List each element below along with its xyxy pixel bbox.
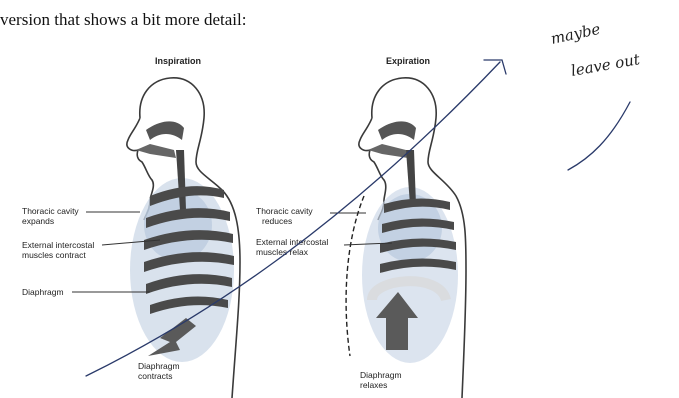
label-thoracic-expands-1: Thoracic cavity (22, 206, 79, 216)
label-thoracic-expands-2: expands (22, 216, 54, 226)
inspiration-figure: Inspiration Thoracic cavity expands Exte… (22, 56, 240, 398)
expiration-airway (378, 121, 416, 140)
handwriting-line-1: maybe (549, 20, 602, 48)
label-thoracic-reduces-1: Thoracic cavity (256, 206, 313, 216)
label-intercostal-relax-1: External intercostal (256, 237, 328, 247)
label-intercostal-contract-2: muscles contract (22, 250, 86, 260)
label-diaphragm-relaxes-1: Diaphragm (360, 370, 402, 380)
label-diaphragm-contracts-2: contracts (138, 371, 173, 381)
inspiration-title: Inspiration (155, 56, 201, 66)
label-thoracic-reduces-2: reduces (262, 216, 292, 226)
pen-check-stroke (568, 102, 630, 170)
expiration-figure: Expiration Thoracic cavity reduces Exter… (256, 56, 466, 398)
handwriting-line-2: leave out (570, 50, 642, 80)
inspiration-airway (146, 121, 184, 140)
label-diaphragm-relaxes-2: relaxes (360, 380, 387, 390)
expiration-dashed-line (346, 196, 364, 356)
label-diaphragm-contracts-1: Diaphragm (138, 361, 180, 371)
label-diaphragm: Diaphragm (22, 287, 64, 297)
expiration-title: Expiration (386, 56, 430, 66)
label-intercostal-contract-1: External intercostal (22, 240, 94, 250)
